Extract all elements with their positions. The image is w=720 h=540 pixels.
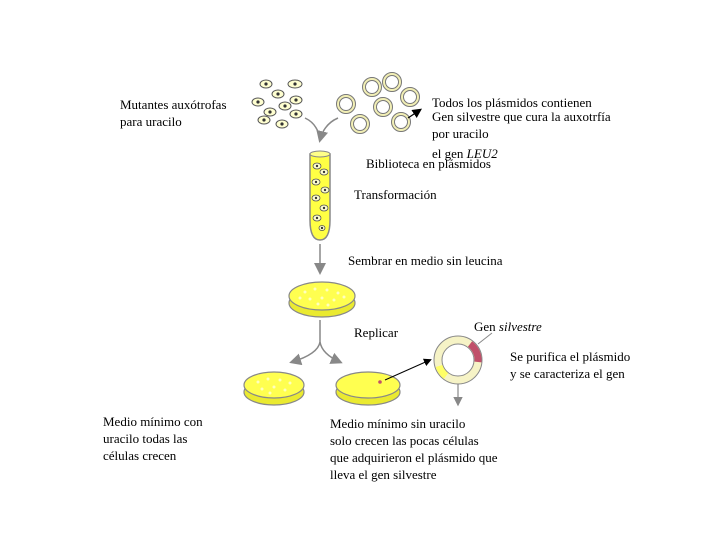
label-wild-gene-prefix: Gen (474, 319, 499, 334)
label-purify: Se purifica el plásmido y se caracteriza… (510, 349, 631, 381)
label-plasmids-line2: el gen LEU2 (432, 145, 592, 162)
label-plate-no-leucine: Sembrar en medio sin leucina (348, 253, 503, 268)
label-plasmids-gene-prefix: el gen (432, 146, 467, 161)
test-tube (309, 150, 331, 241)
merge-arrow-left (304, 117, 321, 141)
merge-arrow-right (316, 117, 339, 143)
replicate-arrow-left (289, 320, 321, 366)
label-wild-gene: Gen silvestre (474, 318, 542, 335)
isolated-plasmid (433, 335, 483, 385)
gene-pointer-arrow (407, 108, 422, 119)
label-mutants: Mutantes auxótrofas para uracilo (120, 97, 227, 129)
arrow-to-plasmid (384, 358, 432, 381)
mutant-cell-nuclei (256, 82, 298, 126)
label-plasmids-gene-name: LEU2 (466, 146, 498, 161)
label-library: Biblioteca en plásmidos (366, 156, 491, 171)
plate-minimal-no-uracil (335, 371, 401, 406)
label-plasmids-contain: Todos los plásmidos contienen el gen LEU… (432, 60, 592, 179)
label-wild-gene-note: Gen silvestre que cura la auxotrfía por … (432, 109, 611, 141)
replicate-arrow-right (319, 341, 343, 364)
plate-minimal-with-uracil (243, 371, 305, 406)
label-replicate: Replicar (354, 325, 399, 340)
mutant-cells (251, 79, 303, 129)
label-transformation: Transformación (354, 187, 437, 202)
label-wild-gene-italic: silvestre (498, 319, 542, 334)
plasmid-library-rings-inner (337, 73, 419, 133)
label-minimal-no-uracil: Medio mínimo sin uracilo solo crecen las… (330, 416, 498, 482)
gene-label-arrow (477, 332, 493, 345)
label-minimal-with-uracil: Medio mínimo con uracilo todas las célul… (103, 414, 203, 463)
label-plasmids-line1: Todos los plásmidos contienen (432, 95, 592, 110)
plate-no-leucine (288, 281, 356, 318)
